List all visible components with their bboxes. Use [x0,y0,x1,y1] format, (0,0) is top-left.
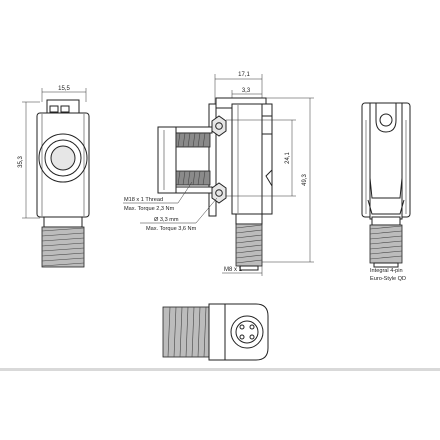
connector-thread-label: M8 x 1 [224,267,243,273]
bottom-view [162,303,269,361]
rear-view: Integral 4-pin Euro-Style QD [361,102,411,282]
dim-side-top-width: 17,1 [238,72,250,78]
side-view: 17,1 3,3 [208,72,314,276]
thread-callout: M18 x 1 Thread Max. Torque 2,3 Nm [123,181,193,212]
connector-label-line1: Integral 4-pin [370,268,403,274]
dim-side-total-height: 49,3 [302,174,308,186]
connector-label-line2: Euro-Style QD [370,276,406,282]
callout-hole-line1: Ø 3,3 mm [154,217,179,223]
front-view: 15,5 35,3 [18,86,90,268]
bracket-section-view [157,126,213,194]
divider-line [0,368,440,371]
connector-pins [239,324,255,340]
callout-thread-line1: M18 x 1 Thread [124,197,163,203]
callout-thread-line2: Max. Torque 2,3 Nm [124,206,175,212]
dim-front-height: 35,3 [18,156,24,168]
dim-side-hole-spacing: 24,1 [285,152,291,164]
callout-hole-line2: Max. Torque 3,6 Nm [146,226,197,232]
hole-callout: Ø 3,3 mm Max. Torque 3,6 Nm [140,197,218,232]
dim-front-width: 15,5 [58,86,70,92]
dim-side-top-offset: 3,3 [242,88,251,94]
